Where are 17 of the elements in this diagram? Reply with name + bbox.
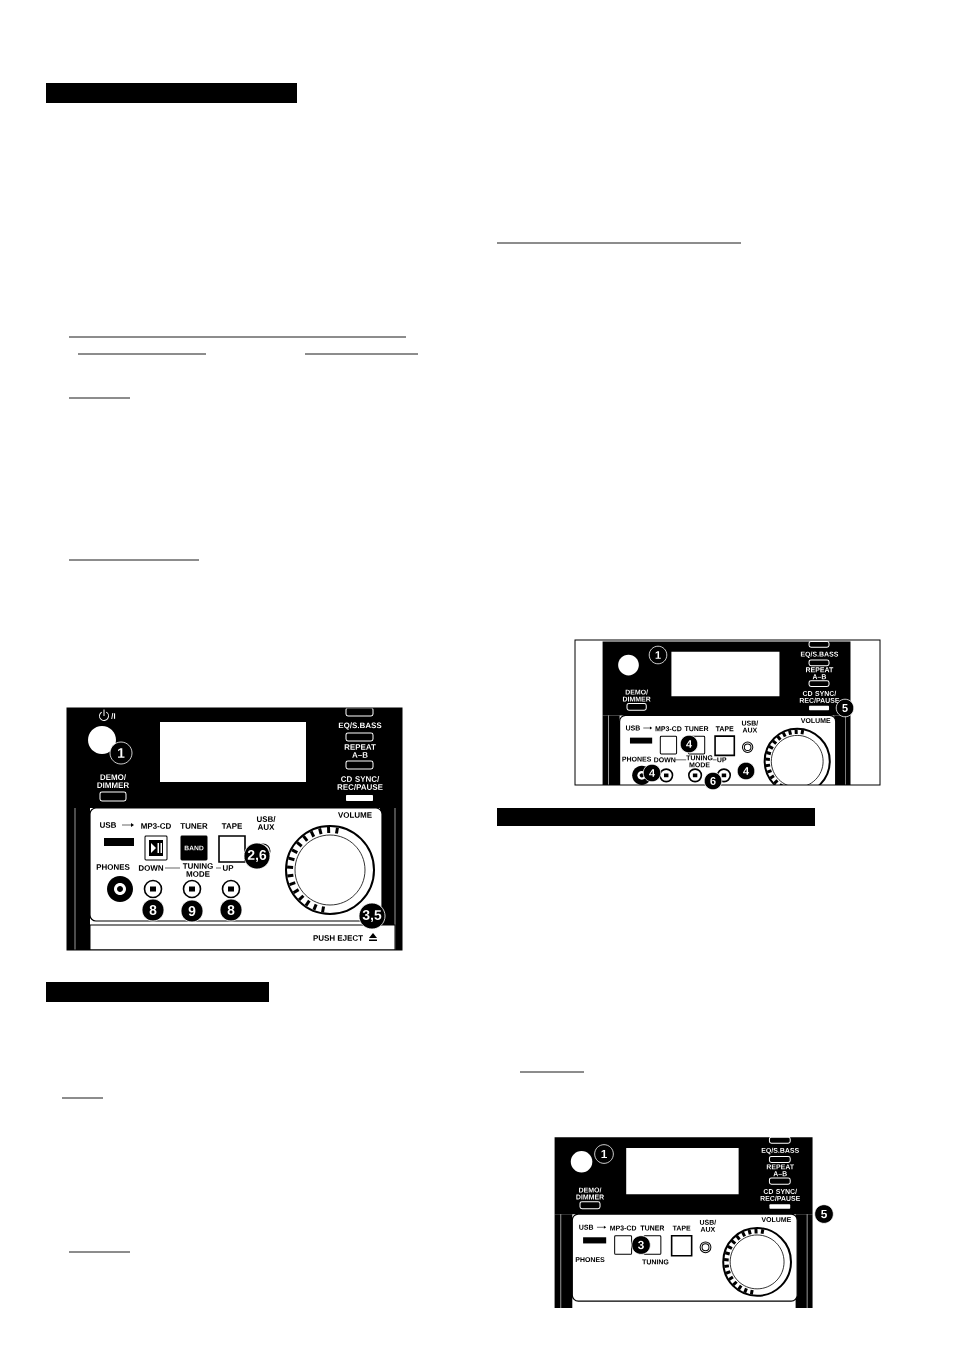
callout-number: 1: [594, 1144, 614, 1164]
heading-bar: [497, 808, 815, 826]
callout-number: 5: [814, 1204, 834, 1224]
callout-number: 4: [642, 763, 662, 783]
callout-number: 3,5: [358, 902, 386, 930]
callout-number: 3: [631, 1235, 651, 1255]
display-window: [626, 1147, 739, 1195]
heading-bar: [46, 83, 297, 103]
callout-number: 2,6: [243, 842, 271, 870]
callout-number: 8: [141, 898, 165, 922]
callout-number: 1: [648, 645, 668, 665]
display-window: [671, 651, 780, 697]
callout-number: 8: [219, 898, 243, 922]
display-window: [160, 722, 306, 782]
heading-bar: [46, 982, 269, 1002]
callout-number: 1: [109, 741, 133, 765]
callout-number: 9: [180, 899, 204, 923]
